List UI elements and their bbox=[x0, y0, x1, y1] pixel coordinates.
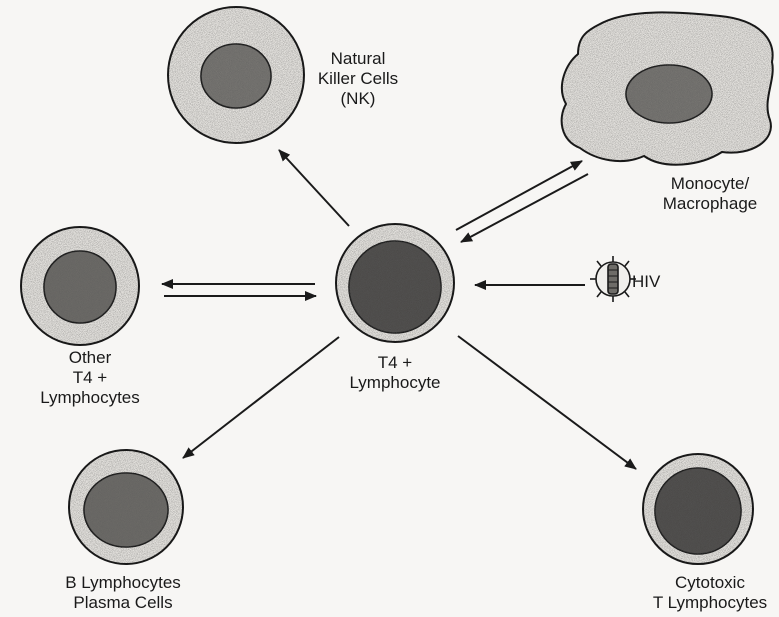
monocyte-label-line-1: Monocyte/ bbox=[640, 174, 779, 194]
arrow-t4-to-b-lymphocytes bbox=[183, 337, 339, 458]
t4-lymphocyte-label: T4 + Lymphocyte bbox=[320, 353, 470, 393]
other-t4-label-line-2: T4 + bbox=[20, 368, 160, 388]
arrow-t4-to-nk bbox=[279, 150, 349, 226]
arrow-t4-to-monocyte bbox=[456, 161, 582, 230]
cytotoxic-label-line-2: T Lymphocytes bbox=[635, 593, 779, 613]
nk-label-line-3: (NK) bbox=[298, 89, 418, 109]
nk-label-line-1: Natural bbox=[298, 49, 418, 69]
nk-cell-label: Natural Killer Cells (NK) bbox=[298, 49, 418, 109]
t4-label-line-2: Lymphocyte bbox=[320, 373, 470, 393]
b-lymph-label-line-2: Plasma Cells bbox=[38, 593, 208, 613]
arrow-t4-to-cytotoxic bbox=[458, 336, 636, 469]
other-t4-label-line-1: Other bbox=[20, 348, 160, 368]
other-t4-label: Other T4 + Lymphocytes bbox=[20, 348, 160, 408]
b-lymphocyte-plasma-cell bbox=[69, 450, 183, 564]
hiv-label: HIV bbox=[632, 272, 682, 292]
cytotoxic-t-lymphocyte-cell bbox=[643, 454, 753, 564]
t4-lymphocyte-cell bbox=[336, 224, 454, 342]
other-t4-label-line-3: Lymphocytes bbox=[20, 388, 160, 408]
other-t4-lymphocyte-cell bbox=[21, 227, 139, 345]
b-lymphocyte-label: B Lymphocytes Plasma Cells bbox=[38, 573, 208, 613]
t4-label-line-1: T4 + bbox=[320, 353, 470, 373]
nk-label-line-2: Killer Cells bbox=[298, 69, 418, 89]
nk-cell bbox=[168, 7, 304, 143]
cytotoxic-label: Cytotoxic T Lymphocytes bbox=[635, 573, 779, 613]
monocyte-label: Monocyte/ Macrophage bbox=[640, 174, 779, 214]
hiv-virion-icon bbox=[590, 256, 636, 302]
arrow-monocyte-to-t4 bbox=[461, 174, 588, 242]
monocyte-label-line-2: Macrophage bbox=[640, 194, 779, 214]
monocyte-macrophage-cell bbox=[562, 12, 773, 164]
b-lymph-label-line-1: B Lymphocytes bbox=[38, 573, 208, 593]
cytotoxic-label-line-1: Cytotoxic bbox=[635, 573, 779, 593]
